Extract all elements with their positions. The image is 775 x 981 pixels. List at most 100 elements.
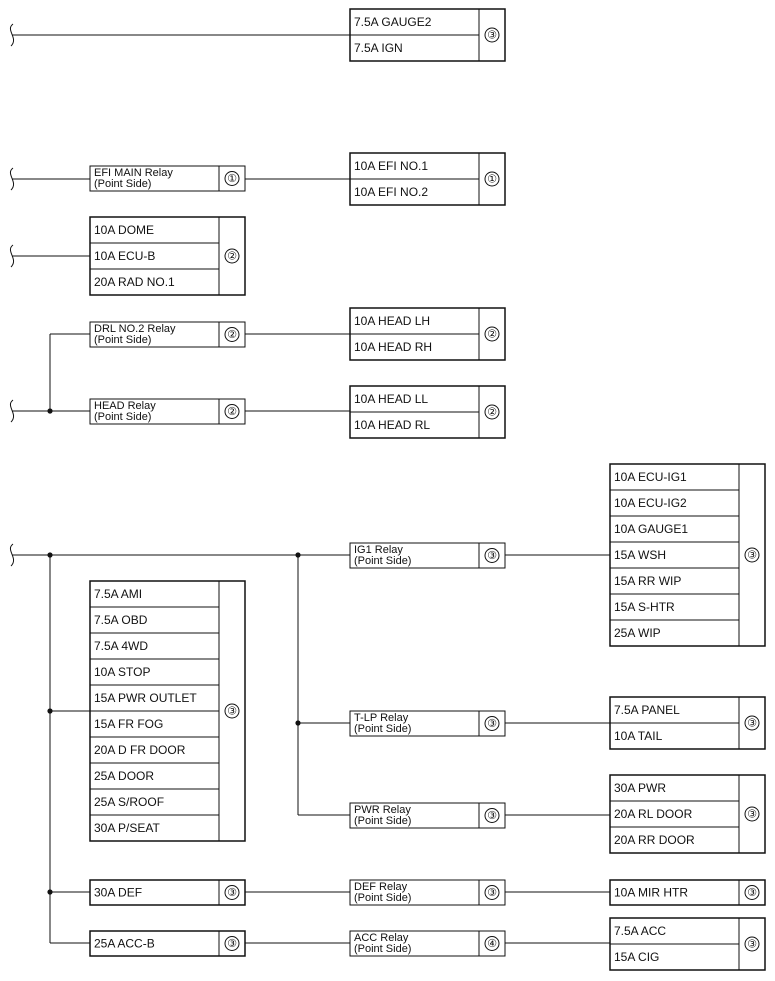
circled-number-ring: [224, 703, 240, 719]
fuse-label: 10A EFI NO.2: [354, 185, 428, 199]
relay-name: EFI MAIN Relay: [94, 167, 173, 179]
relay-side-note: (Point Side): [354, 555, 411, 567]
accb-fuse-fuse-group: 25A ACC-B ③: [89, 930, 246, 957]
fuse-label: 15A S-HTR: [614, 600, 675, 614]
fuse-label: 20A RR DOOR: [614, 833, 695, 847]
circled-number-ring: [224, 248, 240, 264]
circled-number-ring: [484, 716, 500, 731]
relay-name: DRL NO.2 Relay: [94, 323, 176, 335]
fuse-label: 10A HEAD LH: [354, 314, 430, 328]
pwr-relay-box: PWR Relay(Point Side)③: [349, 802, 506, 829]
fuse-label: 10A ECU-IG2: [614, 496, 687, 510]
fuse-label: 20A D FR DOOR: [94, 743, 186, 757]
block-number: ③: [747, 717, 757, 730]
relay-name: DEF Relay: [354, 881, 408, 893]
junction-dot: [295, 552, 301, 558]
fuse-label: 15A WSH: [614, 548, 666, 562]
block-number: ①: [227, 172, 237, 185]
junction-dot: [47, 708, 53, 714]
circled-number-ring: [484, 548, 500, 563]
wire-break-symbol: [9, 399, 15, 423]
junction-dot: [295, 720, 301, 726]
fuse-label: 7.5A 4WD: [94, 639, 148, 653]
circled-number-ring: [484, 404, 500, 420]
fuse-label: 10A GAUGE1: [614, 522, 688, 536]
acc-relay-box: ACC Relay(Point Side) ④: [349, 930, 506, 957]
fuse-label: 15A CIG: [614, 950, 659, 964]
circled-number-ring: [224, 171, 240, 186]
fuse-label: 10A HEAD LL: [354, 392, 428, 406]
block-number: ②: [227, 405, 237, 418]
fuse-label: 10A ECU-B: [94, 249, 155, 263]
block-number: ③: [487, 549, 497, 562]
circled-number-ring: [484, 171, 500, 187]
relay-side-note: (Point Side): [354, 815, 411, 827]
circled-number-ring: [744, 806, 760, 822]
circled-number-ring: [744, 936, 760, 952]
wire-break-symbol: [9, 244, 15, 268]
fuse-label: 30A DEF: [94, 886, 142, 900]
circled-number-ring: [484, 326, 500, 342]
block-number: ③: [747, 886, 757, 899]
block-number: ③: [227, 937, 237, 950]
fuse-label: 30A P/SEAT: [94, 821, 160, 835]
circled-number-ring: [224, 327, 240, 342]
fuse-label: 15A RR WIP: [614, 574, 681, 588]
fuse-label: 7.5A OBD: [94, 613, 148, 627]
relay-side-note: (Point Side): [94, 178, 151, 190]
relay-side-note: (Point Side): [94, 334, 151, 346]
relay-name: T-LP Relay: [354, 712, 409, 724]
circled-number-ring: [484, 27, 500, 43]
fuse-label: 25A WIP: [614, 626, 661, 640]
block-number: ①: [487, 173, 497, 186]
block-number: ③: [487, 886, 497, 899]
relay-name: PWR Relay: [354, 804, 411, 816]
junction-dot: [47, 408, 53, 414]
fuse-label: 25A ACC-B: [94, 937, 155, 951]
fuse-label: 10A DOME: [94, 223, 154, 237]
fuse-label: 15A FR FOG: [94, 717, 163, 731]
drl-relay-box: DRL NO.2 Relay(Point Side)②: [89, 321, 246, 348]
block-number: ④: [487, 937, 497, 950]
fuse-label: 10A EFI NO.1: [354, 159, 428, 173]
junction-dot: [47, 552, 53, 558]
wire-break-symbol: [9, 23, 15, 47]
block-number: ②: [487, 406, 497, 419]
circled-number-ring: [224, 404, 240, 419]
relay-name: ACC Relay: [354, 932, 409, 944]
gauge-ign-fuse-group: 7.5A GAUGE2 7.5A IGN ③: [349, 8, 506, 62]
relay-name: IG1 Relay: [354, 544, 403, 556]
circled-number-ring: [224, 936, 240, 951]
efi-fuses-fuse-group: 10A EFI NO.1 10A EFI NO.2 ①: [349, 152, 506, 206]
fuse-label: 7.5A ACC: [614, 924, 666, 938]
def-relay-box: DEF Relay(Point Side)③: [349, 879, 506, 906]
ig1-fuses-fuse-group: 10A ECU-IG1 10A ECU-IG2 10A GAUGE1 15A WSH 1…: [609, 463, 766, 647]
fuse-label: 10A ECU-IG1: [614, 470, 687, 484]
junction-dot: [47, 889, 53, 895]
tlp-fuses-fuse-group: 7.5A PANEL 10A TAIL ③: [609, 696, 766, 750]
block-number: ③: [487, 717, 497, 730]
fuse-label: 10A HEAD RH: [354, 340, 432, 354]
head-hi-fuses-fuse-group: 10A HEAD LH 10A HEAD RH ②: [349, 307, 506, 361]
fuse-label: 25A DOOR: [94, 769, 154, 783]
circled-number-ring: [744, 547, 760, 563]
block-number: ③: [747, 938, 757, 951]
efi-relay-box: EFI MAIN Relay(Point Side) ①: [89, 165, 246, 192]
fuse-label: 7.5A PANEL: [614, 703, 680, 717]
wires: [9, 23, 610, 944]
fuse-label: 7.5A IGN: [354, 41, 403, 55]
fuse-label: 7.5A GAUGE2: [354, 15, 432, 29]
relay-side-note: (Point Side): [354, 723, 411, 735]
relay-side-note: (Point Side): [354, 943, 411, 955]
wire-break-symbol: [9, 543, 15, 567]
block-number: ②: [487, 328, 497, 341]
block-number: ③: [487, 29, 497, 42]
fuse-label: 10A TAIL: [614, 729, 663, 743]
